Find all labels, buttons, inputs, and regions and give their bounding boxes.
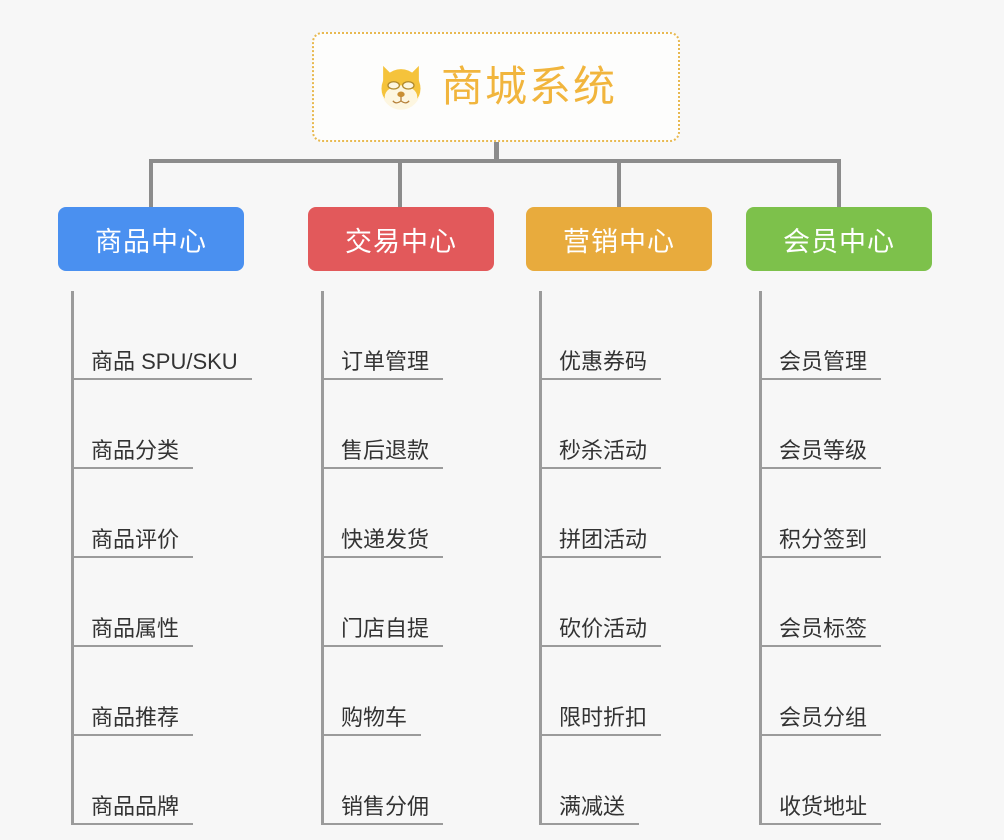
category-header-trade-center[interactable]: 交易中心 [308,207,494,271]
connector-bus [149,159,841,163]
leaf-item-label: 商品 SPU/SKU [91,348,238,374]
leaf-item-label: 满减送 [559,793,626,819]
branch-spine [539,291,542,825]
connector-root-stem [494,142,499,162]
leaf-item-label: 售后退款 [341,437,430,463]
leaf-list-product-center: 商品 SPU/SKU 商品分类商品评价商品属性商品推荐商品品牌 [58,291,252,825]
leaf-item-label: 会员分组 [779,704,868,730]
leaf-item-rule [71,378,252,380]
leaf-item-label: 限时折扣 [559,704,648,730]
leaf-list-trade-center: 订单管理售后退款快递发货门店自提购物车销售分佣 [308,291,494,825]
leaf-item[interactable]: 商品 SPU/SKU [58,291,252,380]
leaf-item-label: 销售分佣 [341,793,430,819]
leaf-item-rule [71,823,193,825]
leaf-item-rule [539,556,661,558]
leaf-item-rule [759,734,881,736]
leaf-item[interactable]: 限时折扣 [526,647,712,736]
leaf-item-rule [321,378,443,380]
leaf-item-rule [759,556,881,558]
leaf-item[interactable]: 积分签到 [746,469,932,558]
leaf-item-label: 砍价活动 [559,615,648,641]
leaf-item-label: 商品分类 [91,437,180,463]
leaf-item[interactable]: 优惠券码 [526,291,712,380]
leaf-item[interactable]: 快递发货 [308,469,494,558]
leaf-item[interactable]: 会员分组 [746,647,932,736]
leaf-item-label: 会员等级 [779,437,868,463]
branch-spine [759,291,762,825]
category-header-product-center[interactable]: 商品中心 [58,207,244,271]
leaf-item-label: 商品评价 [91,526,180,552]
leaf-item-label: 秒杀活动 [559,437,648,463]
leaf-item[interactable]: 商品属性 [58,558,244,647]
root-node[interactable]: 商城系统 [312,32,680,142]
leaf-item-rule [759,467,881,469]
leaf-item-rule [321,645,443,647]
leaf-item-label: 快递发货 [341,526,430,552]
leaf-item-rule [539,734,661,736]
leaf-item[interactable]: 会员管理 [746,291,932,380]
leaf-item-label: 商品属性 [91,615,180,641]
leaf-item-label: 购物车 [341,704,408,730]
leaf-item[interactable]: 订单管理 [308,291,494,380]
leaf-item-rule [759,378,881,380]
leaf-item-label: 商品推荐 [91,704,180,730]
category-header-marketing-center[interactable]: 营销中心 [526,207,712,271]
connector-drop-3 [837,159,841,209]
leaf-item[interactable]: 商品推荐 [58,647,244,736]
leaf-item-rule [539,823,639,825]
connector-drop-0 [149,159,153,209]
leaf-item-rule [759,645,881,647]
leaf-item-label: 订单管理 [341,348,430,374]
leaf-item-rule [71,734,193,736]
connector-drop-2 [617,159,621,209]
branch-spine [321,291,324,825]
leaf-item-rule [539,378,661,380]
leaf-item-rule [321,823,443,825]
leaf-item-label: 拼团活动 [559,526,648,552]
leaf-item-rule [759,823,881,825]
leaf-item[interactable]: 商品分类 [58,380,244,469]
leaf-item[interactable]: 会员标签 [746,558,932,647]
branch-column-member-center: 会员中心 会员管理会员等级积分签到会员标签会员分组收货地址 [746,207,932,825]
branch-spine [71,291,74,825]
leaf-item-label: 门店自提 [341,615,430,641]
leaf-list-member-center: 会员管理会员等级积分签到会员标签会员分组收货地址 [746,291,932,825]
leaf-item-label: 会员标签 [779,615,868,641]
leaf-item-rule [321,556,443,558]
leaf-item[interactable]: 砍价活动 [526,558,712,647]
leaf-item-label: 优惠券码 [559,348,648,374]
leaf-item[interactable]: 商品品牌 [58,736,244,825]
root-title: 商城系统 [440,63,617,110]
leaf-item[interactable]: 会员等级 [746,380,932,469]
leaf-item-label: 商品品牌 [91,793,180,819]
leaf-item[interactable]: 商品评价 [58,469,244,558]
leaf-item-label: 收货地址 [779,793,868,819]
leaf-item-rule [321,734,421,736]
leaf-item[interactable]: 满减送 [526,736,712,825]
leaf-item-label: 积分签到 [779,526,868,552]
leaf-item[interactable]: 秒杀活动 [526,380,712,469]
leaf-item-rule [539,467,661,469]
leaf-list-marketing-center: 优惠券码秒杀活动拼团活动砍价活动限时折扣满减送 [526,291,712,825]
leaf-item-rule [71,645,193,647]
leaf-item-label: 会员管理 [779,348,868,374]
branch-column-trade-center: 交易中心 订单管理售后退款快递发货门店自提购物车销售分佣 [308,207,494,825]
branch-column-product-center: 商品中心 商品 SPU/SKU 商品分类商品评价商品属性商品推荐商品品牌 [58,207,252,825]
leaf-item[interactable]: 收货地址 [746,736,932,825]
dog-face-icon [375,61,427,113]
leaf-item[interactable]: 销售分佣 [308,736,494,825]
leaf-item[interactable]: 拼团活动 [526,469,712,558]
leaf-item[interactable]: 购物车 [308,647,494,736]
leaf-item-rule [539,645,661,647]
leaf-item-rule [71,556,193,558]
connector-drop-1 [398,159,402,209]
leaf-item[interactable]: 售后退款 [308,380,494,469]
leaf-item-rule [321,467,443,469]
category-header-member-center[interactable]: 会员中心 [746,207,932,271]
branch-column-marketing-center: 营销中心 优惠券码秒杀活动拼团活动砍价活动限时折扣满减送 [526,207,712,825]
leaf-item[interactable]: 门店自提 [308,558,494,647]
leaf-item-rule [71,467,193,469]
